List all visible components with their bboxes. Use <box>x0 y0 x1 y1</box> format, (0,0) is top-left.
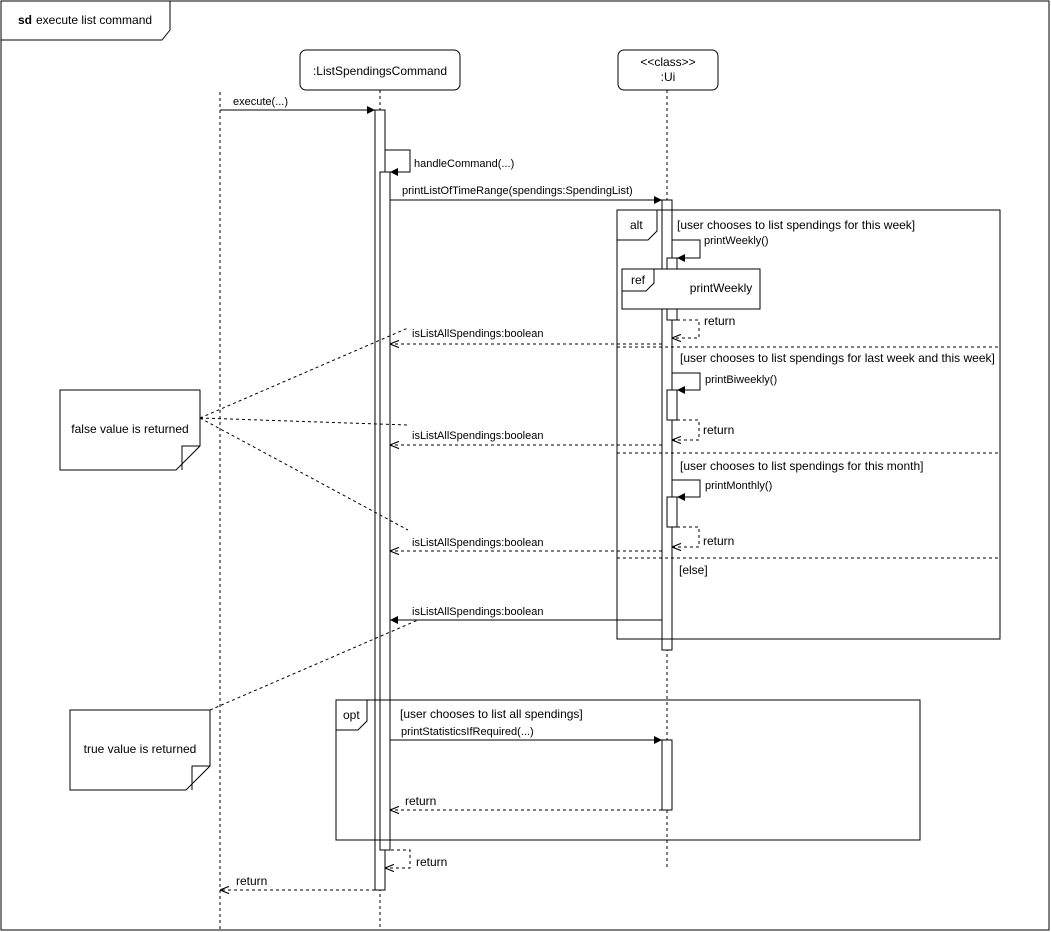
ref-name: printWeekly <box>690 281 752 295</box>
message-biweekly-return: return <box>672 419 734 440</box>
participant-name: :ListSpendingsCommand <box>313 64 447 78</box>
message-execute: execute(...) <box>220 96 375 114</box>
ui-biweekly-activation-bar <box>666 389 678 421</box>
ref-operator: ref <box>631 273 646 287</box>
message-label: isListAllSpendings:boolean <box>412 606 543 618</box>
message-label: isListAllSpendings:boolean <box>412 537 543 549</box>
note-connector <box>199 327 409 419</box>
participant-ui[interactable]: <<class>> :Ui <box>617 49 719 91</box>
message-print-weekly: printWeekly() <box>672 235 769 262</box>
message-print-statistics: printStatisticsIfRequired(...) <box>390 726 662 744</box>
message-print-biweekly: printBiweekly() <box>672 372 777 394</box>
message-label: isListAllSpendings:boolean <box>412 328 543 340</box>
note-connector <box>209 619 419 711</box>
command-nested-activation-bar <box>379 171 391 851</box>
message-label: printMonthly() <box>705 480 772 492</box>
alt-guard-3: [user chooses to list spendings for this… <box>680 459 923 473</box>
ui-statistics-activation-bar <box>661 739 673 811</box>
participant-list-spendings-command[interactable]: :ListSpendingsCommand <box>299 49 461 91</box>
message-print-list-of-time-range: printListOfTimeRange(spendings:SpendingL… <box>390 185 662 204</box>
message-monthly-result: isListAllSpendings:boolean <box>390 537 662 551</box>
sd-title: execute list command <box>36 13 152 27</box>
alt-guard-1: [user chooses to list spendings for this… <box>677 218 915 232</box>
ref-fragment[interactable]: ref printWeekly <box>621 268 761 310</box>
message-label: return <box>703 534 734 548</box>
message-label: return <box>236 874 267 888</box>
message-label: isListAllSpendings:boolean <box>412 430 543 442</box>
alt-fragment: alt [user chooses to list spendings for … <box>616 209 1001 640</box>
message-label: return <box>405 794 436 808</box>
message-label: printWeekly() <box>704 235 769 247</box>
message-handle-command: handleCommand(...) <box>385 149 514 176</box>
note-text: true value is returned <box>84 742 197 756</box>
message-weekly-result: isListAllSpendings:boolean <box>390 328 662 344</box>
note-false-value[interactable]: false value is returned <box>59 389 201 471</box>
opt-guard: [user chooses to list all spendings] <box>400 707 583 721</box>
message-label: return <box>703 423 734 437</box>
message-print-monthly: printMonthly() <box>672 479 772 501</box>
sd-keyword: sd <box>18 13 32 27</box>
message-handle-return: return <box>385 849 447 869</box>
message-statistics-return: return <box>390 794 662 810</box>
ui-activation-bar <box>661 199 673 651</box>
message-label: return <box>704 314 735 328</box>
note-connector <box>199 417 409 426</box>
message-label: printStatisticsIfRequired(...) <box>401 726 534 738</box>
alt-guard-2: [user chooses to list spendings for last… <box>680 351 995 365</box>
alt-operator: alt <box>630 218 643 232</box>
message-label: handleCommand(...) <box>414 158 514 170</box>
message-monthly-return: return <box>672 526 734 548</box>
message-label: printListOfTimeRange(spendings:SpendingL… <box>402 185 633 197</box>
alt-guard-4: [else] <box>679 563 708 577</box>
opt-fragment: opt [user chooses to list all spendings] <box>335 699 921 841</box>
message-label: execute(...) <box>233 96 288 108</box>
participant-name: :Ui <box>661 70 676 84</box>
ui-monthly-activation-bar <box>666 496 678 528</box>
message-weekly-return: return <box>672 314 735 338</box>
note-text: false value is returned <box>71 422 188 436</box>
note-true-value[interactable]: true value is returned <box>69 709 211 791</box>
message-label: return <box>416 855 447 869</box>
message-execute-return: return <box>220 874 375 890</box>
message-label: printBiweekly() <box>705 374 777 386</box>
participant-stereotype: <<class>> <box>640 55 695 69</box>
opt-operator: opt <box>343 708 360 722</box>
message-biweekly-result: isListAllSpendings:boolean <box>390 430 662 445</box>
message-else-result: isListAllSpendings:boolean <box>390 606 662 624</box>
